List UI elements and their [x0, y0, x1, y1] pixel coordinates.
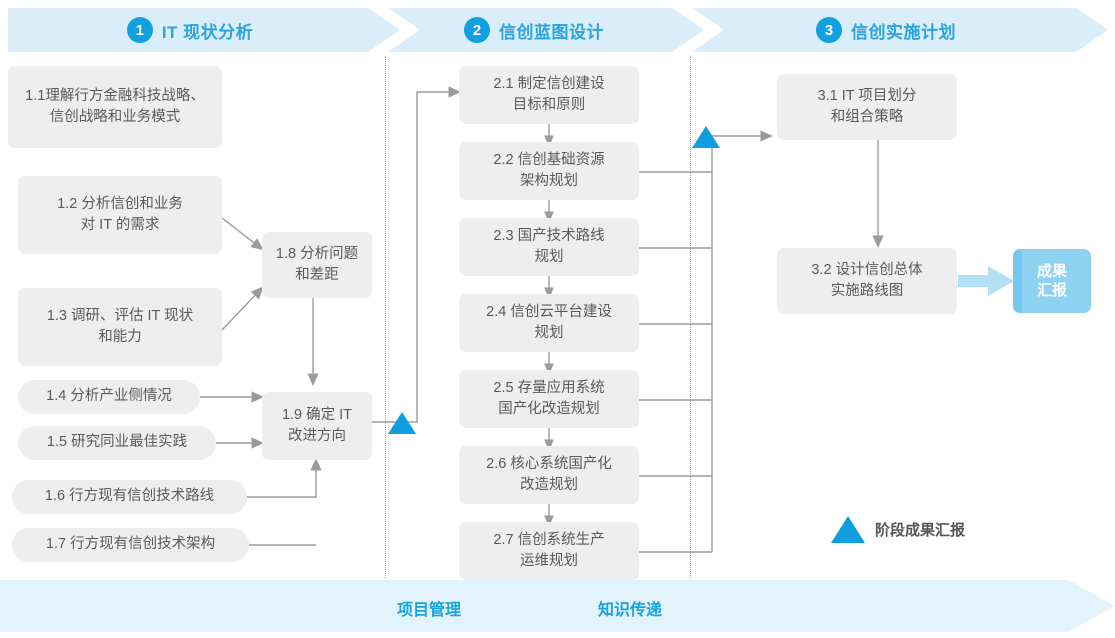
task-box-2-1[interactable]: 2.1 制定信创建设 目标和原则 [459, 66, 639, 124]
triangle-up-icon [831, 516, 865, 543]
deliverable-box[interactable]: 成果 汇报 [1013, 249, 1091, 313]
footer-label-project-management: 项目管理 [397, 602, 462, 619]
task-box-2-4[interactable]: 2.4 信创云平台建设 规划 [459, 294, 639, 352]
task-box-1-8[interactable]: 1.8 分析问题 和差距 [262, 232, 372, 298]
task-box-1-9[interactable]: 1.9 确定 IT 改进方向 [262, 392, 372, 460]
phase-number-1: 1 [126, 17, 153, 43]
phase-number-3: 3 [816, 17, 842, 43]
task-box-3-2[interactable]: 3.2 设计信创总体 实施路线图 [777, 248, 957, 314]
task-box-1-3[interactable]: 1.3 调研、评估 IT 现状 和能力 [18, 288, 222, 366]
phase-band-1: 1 IT 现状分析 [8, 8, 400, 52]
task-box-1-1[interactable]: 1.1理解行方金融科技战略、 信创战略和业务模式 [8, 66, 222, 148]
task-box-1-6[interactable]: 1.6 行方现有信创技术路线 [12, 480, 247, 514]
task-box-1-7[interactable]: 1.7 行方现有信创技术架构 [12, 528, 249, 562]
task-box-2-5[interactable]: 2.5 存量应用系统 国产化改造规划 [459, 370, 639, 428]
legend: 阶段成果汇报 [831, 516, 965, 543]
phase-separator-2 [690, 56, 691, 578]
task-box-1-2[interactable]: 1.2 分析信创和业务 对 IT 的需求 [18, 176, 222, 254]
milestone-triangle-phase2 [692, 126, 720, 148]
task-box-2-3[interactable]: 2.3 国产技术路线 规划 [459, 218, 639, 276]
task-box-2-2[interactable]: 2.2 信创基础资源 架构规划 [459, 142, 639, 200]
task-box-2-6[interactable]: 2.6 核心系统国产化 改造规划 [459, 446, 639, 504]
phase-band-2: 2 信创蓝图设计 [388, 8, 704, 52]
phase-number-2: 2 [464, 17, 490, 43]
milestone-triangle-phase1 [388, 412, 416, 434]
phase-title-2: 信创蓝图设计 [499, 22, 604, 42]
deliverable-arrow-icon [958, 266, 1014, 296]
task-box-1-4[interactable]: 1.4 分析产业侧情况 [18, 380, 200, 414]
phase-separator-1 [385, 56, 386, 578]
task-box-3-1[interactable]: 3.1 IT 项目划分 和组合策略 [777, 74, 957, 140]
phase-band-3: 3 信创实施计划 [692, 8, 1108, 52]
task-box-2-7[interactable]: 2.7 信创系统生产 运维规划 [459, 522, 639, 580]
phase-title-3: 信创实施计划 [851, 22, 956, 42]
footer-label-knowledge-transfer: 知识传递 [598, 602, 663, 619]
task-box-1-5[interactable]: 1.5 研究同业最佳实践 [18, 426, 216, 460]
legend-label: 阶段成果汇报 [875, 522, 966, 539]
phase-title-1: IT 现状分析 [161, 22, 254, 42]
footer-band [0, 580, 1115, 632]
